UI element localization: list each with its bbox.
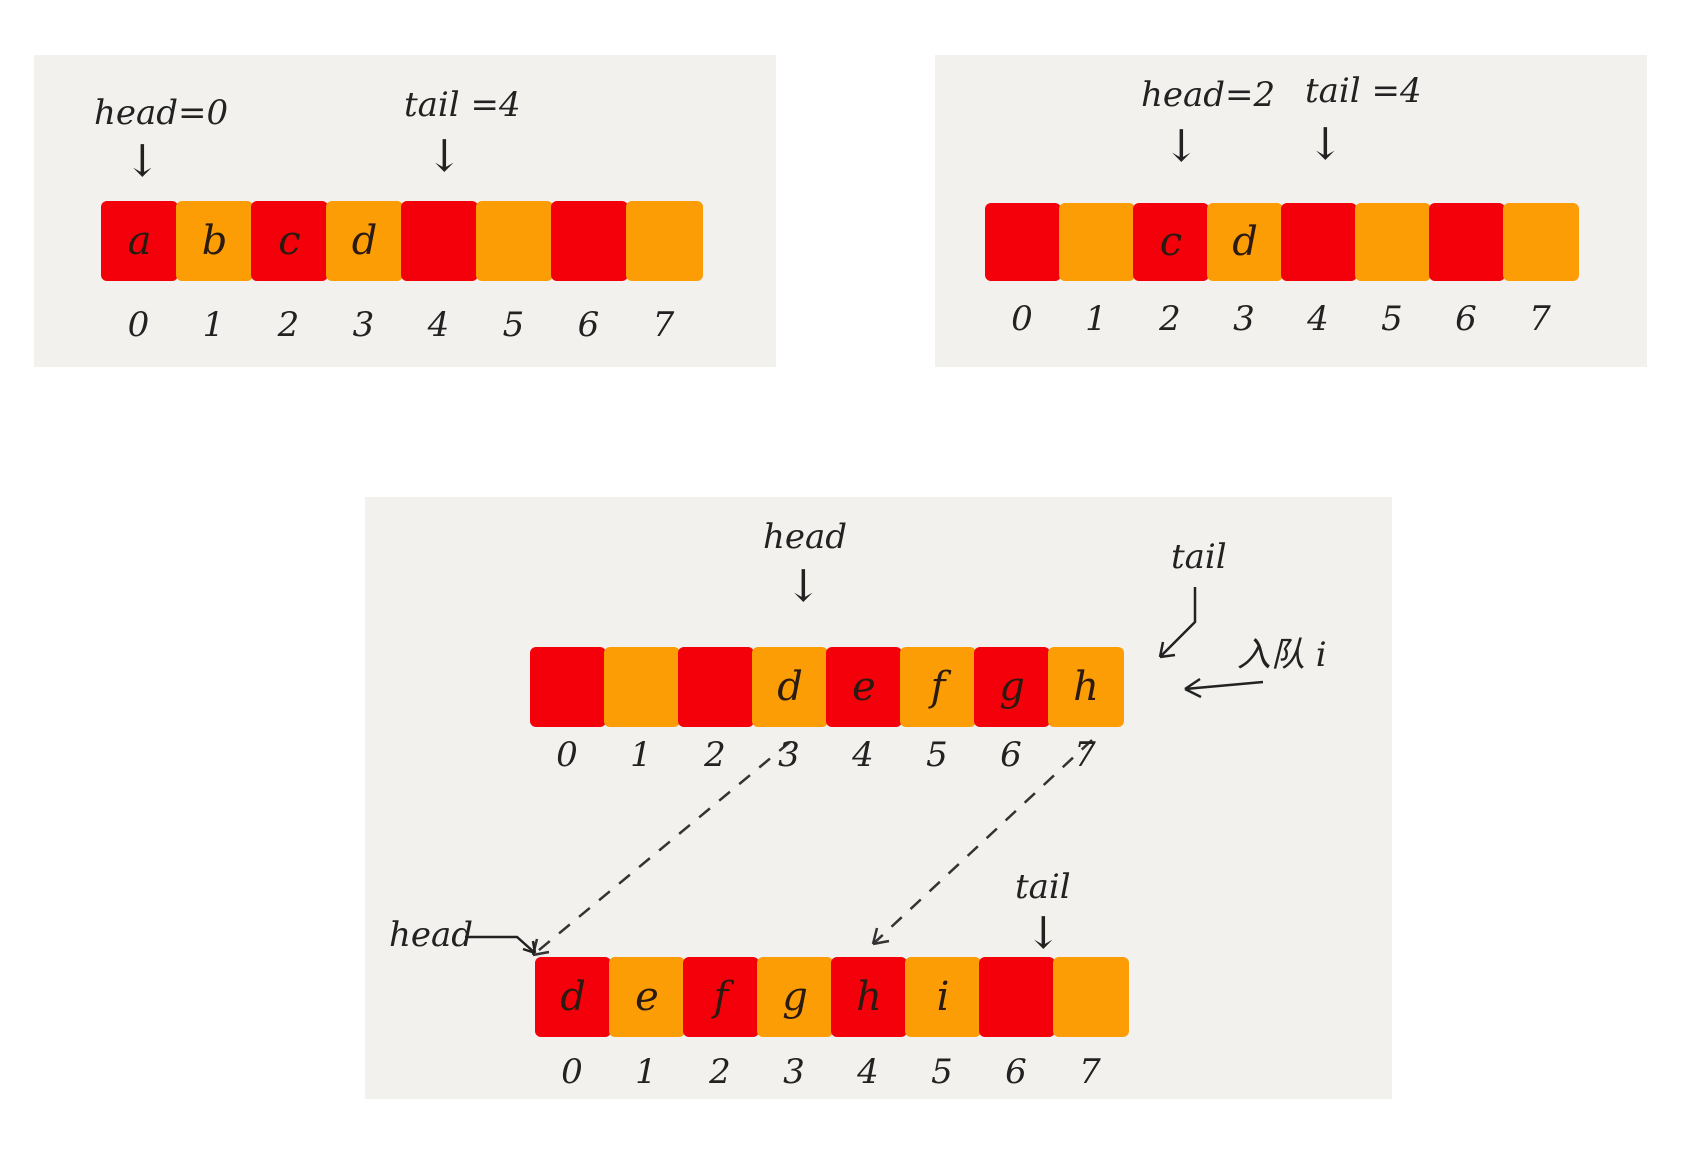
head-label: head=0 xyxy=(94,93,229,133)
head-arrow: ↓ xyxy=(1163,121,1200,172)
array-cell-4: h xyxy=(831,957,907,1037)
array-cell-2: f xyxy=(683,957,759,1037)
head-arrow: ↓ xyxy=(124,136,161,187)
index-label-2: 2 xyxy=(277,305,300,345)
index-label-1: 1 xyxy=(202,305,225,345)
index-label-4: 4 xyxy=(857,1052,879,1092)
array-cell-7 xyxy=(1503,203,1579,281)
index-label-1: 1 xyxy=(1085,299,1107,339)
index-label-6: 6 xyxy=(1005,1052,1027,1092)
array-cell-4 xyxy=(1281,203,1357,281)
array-cell-6 xyxy=(1429,203,1505,281)
array-cell-5 xyxy=(1355,203,1431,281)
bottom-tail-arrow: ↓ xyxy=(1025,908,1062,959)
index-label-0: 0 xyxy=(1011,299,1033,339)
index-label-5: 5 xyxy=(1381,299,1403,339)
array-cell-0: a xyxy=(101,201,178,281)
top-tail-arrow xyxy=(1159,587,1197,658)
index-label-2: 2 xyxy=(709,1052,731,1092)
array-cell-7 xyxy=(1053,957,1129,1037)
array-cell-1: e xyxy=(609,957,685,1037)
array-cell-2: c xyxy=(1133,203,1209,281)
index-label-0: 0 xyxy=(556,735,578,775)
index-label-4: 4 xyxy=(1307,299,1329,339)
top-tail-label: tail xyxy=(1171,537,1227,577)
copy-dashed-arrow-1 xyxy=(532,741,791,956)
index-label-6: 6 xyxy=(1000,735,1022,775)
index-label-1: 1 xyxy=(630,735,652,775)
index-label-7: 7 xyxy=(1074,735,1096,775)
array-cell-1 xyxy=(604,647,680,727)
bottom-head-label: head xyxy=(389,915,474,955)
diagram-arrows xyxy=(465,587,1264,957)
index-label-5: 5 xyxy=(931,1052,953,1092)
tail-arrow: ↓ xyxy=(426,131,463,182)
index-label-6: 6 xyxy=(577,305,600,345)
index-label-4: 4 xyxy=(852,735,874,775)
top-tail-arrowhead xyxy=(1158,641,1176,659)
array-cell-7 xyxy=(626,201,703,281)
bottom-head-arrow xyxy=(465,935,536,954)
array-cell-0 xyxy=(530,647,606,727)
tail-label: tail =4 xyxy=(404,85,521,125)
array-cell-6 xyxy=(979,957,1055,1037)
array-cell-0: d xyxy=(535,957,611,1037)
index-label-0: 0 xyxy=(561,1052,583,1092)
index-label-3: 3 xyxy=(778,735,800,775)
array-cell-4 xyxy=(401,201,478,281)
index-label-7: 7 xyxy=(1529,299,1551,339)
index-label-4: 4 xyxy=(427,305,450,345)
array-cell-2: c xyxy=(251,201,328,281)
head-label: head=2 xyxy=(1141,75,1276,115)
top-head-arrow: ↓ xyxy=(785,561,822,612)
array-cell-5: f xyxy=(900,647,976,727)
array-cell-3: d xyxy=(752,647,828,727)
enqueue-label: 入队 i xyxy=(1237,635,1327,675)
index-label-6: 6 xyxy=(1455,299,1477,339)
enqueue-arrow xyxy=(1184,680,1264,691)
bottom-head-arrowhead xyxy=(522,940,537,955)
index-label-2: 2 xyxy=(704,735,726,775)
array-cell-7: h xyxy=(1048,647,1124,727)
array-cell-4: e xyxy=(826,647,902,727)
copy-dashed-arrow-2 xyxy=(872,739,1093,945)
index-label-7: 7 xyxy=(652,305,675,345)
bottom-tail-label: tail xyxy=(1015,867,1071,907)
index-label-1: 1 xyxy=(635,1052,657,1092)
enqueue-arrowhead xyxy=(1184,677,1202,699)
array-cell-2 xyxy=(678,647,754,727)
tail-arrow: ↓ xyxy=(1307,119,1344,170)
index-label-0: 0 xyxy=(127,305,150,345)
tail-label: tail =4 xyxy=(1305,71,1422,111)
copy-dashed-arrowhead-2 xyxy=(871,927,890,946)
index-label-3: 3 xyxy=(783,1052,805,1092)
array-cell-3: g xyxy=(757,957,833,1037)
top-head-label: head xyxy=(763,517,848,557)
index-label-7: 7 xyxy=(1079,1052,1101,1092)
index-label-5: 5 xyxy=(502,305,525,345)
array-cell-5: i xyxy=(905,957,981,1037)
array-cell-1 xyxy=(1059,203,1135,281)
index-label-5: 5 xyxy=(926,735,948,775)
index-label-2: 2 xyxy=(1159,299,1181,339)
array-cell-3: d xyxy=(326,201,403,281)
index-label-3: 3 xyxy=(1233,299,1255,339)
array-cell-1: b xyxy=(176,201,253,281)
array-cell-0 xyxy=(985,203,1061,281)
array-cell-6 xyxy=(551,201,628,281)
array-cell-3: d xyxy=(1207,203,1283,281)
array-cell-6: g xyxy=(974,647,1050,727)
array-cell-5 xyxy=(476,201,553,281)
index-label-3: 3 xyxy=(352,305,375,345)
